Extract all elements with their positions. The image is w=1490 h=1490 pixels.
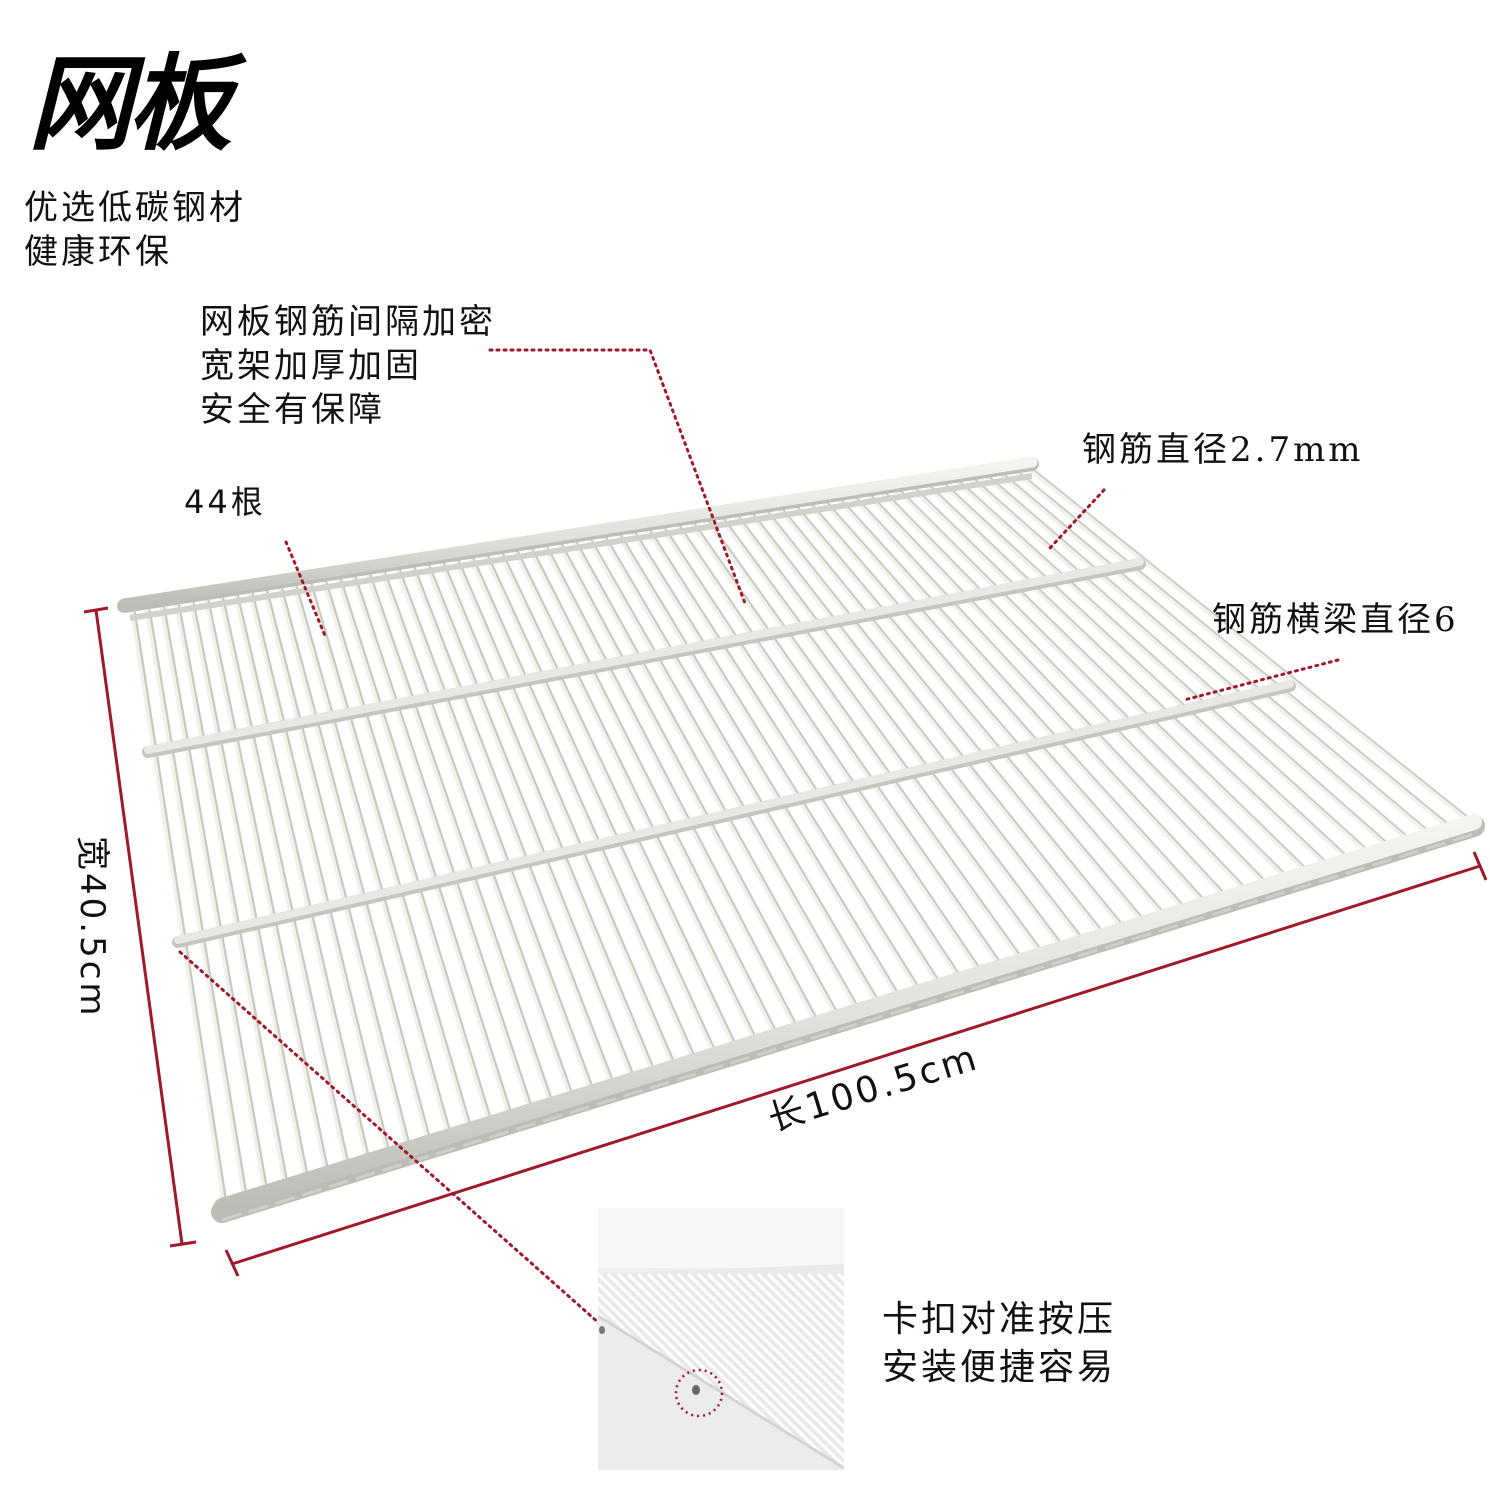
wire-rod	[321, 581, 492, 1125]
wire-rod	[896, 489, 1288, 880]
crossbeam-1	[142, 558, 1146, 758]
wire-rod	[837, 499, 1206, 906]
clip-hole-2	[692, 1385, 700, 1395]
wire-rod	[262, 590, 410, 1150]
wire-rod	[704, 520, 1023, 962]
wire-rod	[822, 501, 1186, 912]
leader-rod-count	[284, 540, 328, 640]
installation-callout: 卡扣对准按压 安装便捷容易	[882, 1296, 1116, 1392]
wire-rod	[277, 588, 430, 1144]
wire-rod	[395, 569, 594, 1094]
wire-rods	[130, 468, 1474, 1207]
clip-hole-1	[599, 1326, 605, 1334]
width-dimension-label: 宽40.5cm	[72, 836, 112, 1019]
width-dimension-line	[83, 606, 197, 1248]
density-callout: 网板钢筋间隔加密 宽架加厚加固 安全有保障	[200, 300, 496, 432]
wire-rod	[336, 578, 512, 1119]
subtitle-line-2: 健康环保	[24, 232, 172, 272]
wire-rod	[410, 567, 614, 1088]
subtitle-line-1: 优选低碳钢材	[24, 188, 246, 228]
wire-rod	[866, 494, 1247, 893]
installation-inset-photo	[598, 1208, 844, 1470]
wire-rod	[292, 585, 451, 1138]
inset-illustration	[598, 1208, 844, 1470]
wire-rod	[233, 595, 369, 1163]
wire-rod	[734, 515, 1063, 949]
material-subtitle: 优选低碳钢材 健康环保	[24, 186, 246, 274]
wire-rod	[130, 611, 226, 1207]
wire-rod	[189, 602, 308, 1182]
wire-rod	[380, 571, 573, 1100]
wire-rod	[159, 607, 267, 1194]
wire-rod	[1014, 470, 1451, 830]
leader-installation	[178, 950, 602, 1326]
wire-rod	[527, 548, 778, 1037]
leader-density	[488, 348, 748, 608]
beam-diameter-callout: 钢筋横梁直径6	[1212, 600, 1459, 640]
wire-rod	[365, 574, 553, 1106]
installation-line-1: 卡扣对准按压	[882, 1299, 1117, 1340]
wire-rod	[763, 510, 1104, 937]
wire-rod	[719, 517, 1043, 956]
wire-rod	[513, 550, 757, 1044]
wire-rod	[572, 541, 839, 1018]
wire-rod	[144, 609, 247, 1200]
wire-rod	[881, 492, 1267, 887]
length-dimension-line	[224, 851, 1488, 1277]
wire-rod	[439, 562, 655, 1075]
wire-rod	[351, 576, 533, 1113]
wire-rod	[675, 524, 982, 975]
wire-rod	[616, 534, 900, 1000]
rod-diameter-callout: 钢筋直径2.7mm	[1082, 430, 1364, 470]
crossbeam-2	[172, 680, 1296, 948]
wire-rod	[1028, 468, 1472, 824]
highlight-circle	[674, 1368, 724, 1418]
wire-rod	[911, 487, 1308, 874]
wire-rod	[925, 485, 1329, 868]
wire-rod	[955, 480, 1370, 855]
wire-rod	[498, 553, 737, 1050]
wire-rod	[248, 592, 390, 1157]
wire-rod	[424, 564, 635, 1081]
wire-rod	[969, 477, 1390, 849]
density-line-1: 网板钢筋间隔加密	[200, 302, 496, 342]
back-beam	[117, 456, 1039, 621]
wire-rod	[483, 555, 716, 1056]
wire-rod	[748, 513, 1084, 943]
wire-rod	[306, 583, 471, 1131]
wire-rod	[601, 536, 880, 1006]
installation-line-2: 安装便捷容易	[882, 1347, 1117, 1388]
wire-rod	[631, 531, 920, 993]
leader-beam-diameter	[1182, 658, 1340, 702]
wire-rod	[852, 496, 1227, 899]
wire-rod	[203, 600, 328, 1175]
wire-rod	[218, 597, 349, 1169]
wire-rod	[940, 482, 1349, 862]
wire-rod	[645, 529, 941, 987]
wire-rod	[542, 546, 798, 1031]
wire-rod	[999, 473, 1431, 836]
front-beam	[211, 814, 1485, 1223]
wire-rod	[689, 522, 1002, 968]
wire-rod	[557, 543, 818, 1025]
wire-rod	[586, 538, 859, 1012]
wire-rod	[468, 557, 696, 1062]
dotted-leaders	[178, 348, 1340, 1326]
wire-rod	[778, 508, 1125, 931]
wire-rod	[793, 506, 1145, 924]
wire-rod	[984, 475, 1410, 843]
leader-rod-diameter	[1048, 488, 1106, 550]
wire-rod	[660, 527, 961, 981]
wire-rod	[807, 503, 1165, 918]
density-line-2: 宽架加厚加固	[200, 346, 422, 386]
rod-count-callout: 44根	[184, 483, 266, 521]
wire-rod	[454, 560, 675, 1069]
wire-rod	[174, 604, 287, 1188]
density-line-3: 安全有保障	[200, 390, 385, 430]
